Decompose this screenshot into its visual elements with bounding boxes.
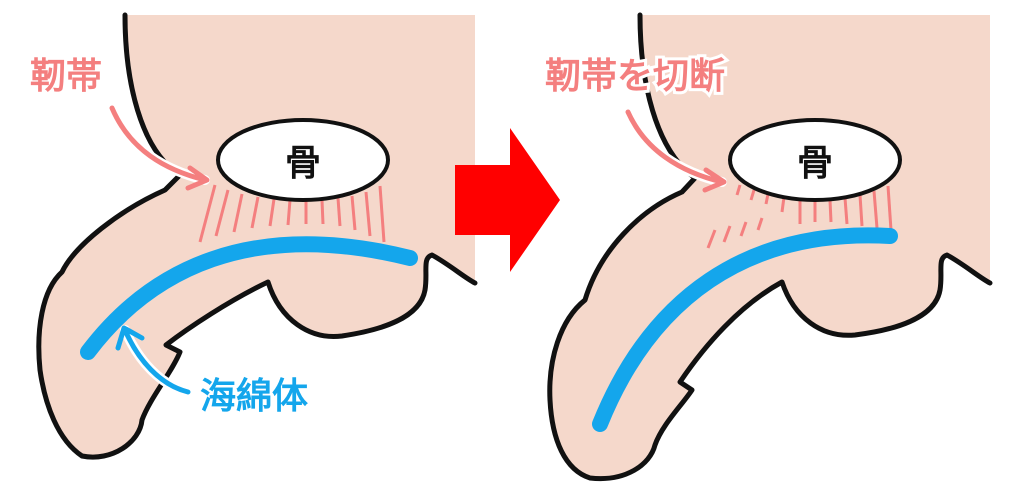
after-panel: 骨 靭帯を切断	[542, 12, 993, 482]
corpus-label: 海綿体	[200, 376, 308, 417]
corpus-pointer-arrow-line	[115, 325, 191, 395]
ligament-pointer-arrow-line	[625, 109, 727, 193]
body-outline	[547, 12, 993, 482]
ligament-pointer-arrow-line	[109, 105, 210, 191]
bone	[728, 118, 902, 202]
bone-label: 骨	[797, 143, 833, 184]
corpus-cavernosum	[80, 236, 418, 360]
cut-ligament-fibers	[706, 184, 893, 249]
body-outline	[36, 12, 478, 460]
bone-label: 骨	[285, 143, 321, 184]
ligament-fibers	[198, 184, 386, 243]
bone	[216, 118, 390, 202]
ligament-cut-label: 靭帯を切断	[545, 56, 725, 97]
body-silhouette	[38, 15, 475, 458]
transition-arrow	[455, 128, 560, 272]
corpus-cavernosum	[592, 227, 898, 432]
before-panel: 骨 靭帯 海綿体	[27, 12, 478, 460]
ligament-label: 靭帯	[30, 56, 102, 97]
